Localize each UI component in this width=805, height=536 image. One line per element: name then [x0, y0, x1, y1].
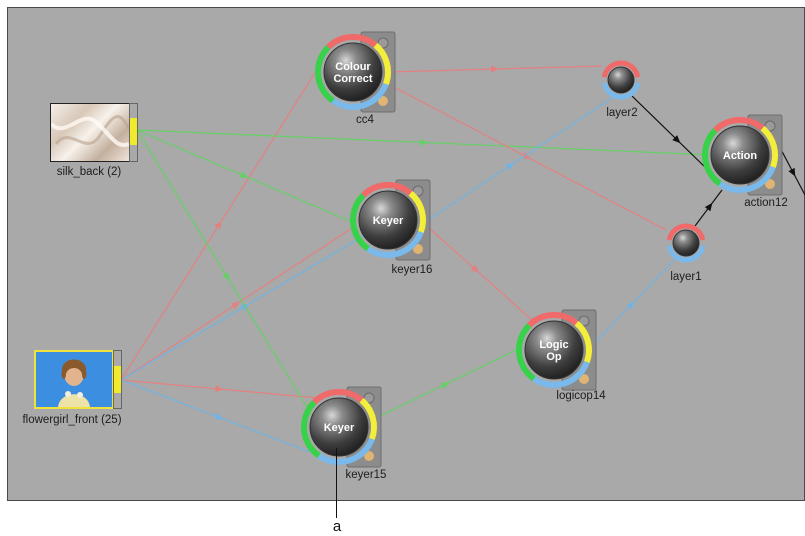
cc4-label: cc4: [356, 114, 374, 126]
logicop14-ring-blue: [532, 360, 590, 388]
callout-leader-line: [336, 448, 337, 518]
layer2-node[interactable]: [601, 60, 641, 100]
action12-ring-red: [713, 117, 765, 133]
cc4-ring-yellow: [373, 42, 391, 85]
flowergirl-front-output-port[interactable]: [113, 366, 121, 393]
layer2-label: layer2: [606, 107, 638, 119]
link-silk-to-keyer16-arrow: [239, 171, 249, 178]
silk-back-clip-tab: [129, 103, 138, 162]
link-keyer16-to-logicop14-arrow: [470, 264, 479, 273]
action12-node[interactable]: Action: [702, 114, 783, 196]
layer2-ring-blue: [601, 82, 641, 100]
connection-links: [120, 65, 805, 456]
link-keyer16-to-layer2-arrow: [505, 162, 515, 171]
link-logicop14-to-layer1-arrow: [626, 301, 635, 310]
link-flowergirl-to-keyer16-blue-arrow: [240, 303, 249, 312]
keyer-node-icon: [358, 190, 418, 250]
action12-top-port[interactable]: [764, 120, 776, 132]
keyer15-ring-green: [301, 400, 321, 459]
logic-op-node-icon: [524, 320, 584, 380]
flowergirl-front-clip[interactable]: [34, 350, 114, 409]
layer1-ring-red: [666, 223, 706, 241]
layer2-ring-red: [601, 60, 641, 78]
keyer16-ring-red: [361, 182, 413, 198]
colour-correct-node-icon: [323, 42, 383, 102]
keyer16-label: keyer16: [391, 264, 433, 276]
link-layer2-to-action12-arrow: [672, 135, 681, 144]
cc4-ring-green: [315, 45, 335, 104]
link-flowergirl-to-keyer15-blue-arrow: [214, 412, 224, 420]
link-layer1-to-action12[interactable]: [691, 189, 723, 231]
layer-node-icon: [607, 66, 635, 94]
keyer15-ring-blue: [317, 437, 375, 465]
keyer-node-icon: [309, 397, 369, 457]
link-silk-to-action12-arrow: [420, 138, 429, 146]
keyer16-ring-blue: [366, 230, 424, 258]
logicop14-label: logicop14: [556, 390, 606, 402]
link-cc4-to-layer2-arrow: [490, 65, 499, 73]
layer1-label: layer1: [670, 271, 702, 283]
logicop14-ring-red: [527, 312, 579, 328]
link-layer1-to-action12-arrow: [704, 202, 713, 212]
link-silk-to-keyer15-arrow: [222, 272, 230, 281]
flowergirl-front-label: flowergirl_front (25): [22, 414, 122, 426]
keyer16-top-port[interactable]: [412, 185, 424, 197]
link-action12-output-arrow: [788, 167, 796, 177]
keyer16-node-text: Keyer: [373, 215, 404, 227]
layer-node-icon: [672, 229, 700, 257]
action12-label: action12: [744, 197, 788, 209]
keyer15-ring-yellow: [359, 397, 377, 440]
callout-label: a: [332, 518, 342, 535]
cc4-ring-red: [326, 34, 378, 50]
keyer15-top-port[interactable]: [363, 392, 375, 404]
action12-ring-blue: [718, 165, 776, 193]
keyer16-ring-green: [350, 193, 370, 252]
silk-back-label: silk_back (2): [56, 166, 122, 178]
cc4-top-port[interactable]: [377, 37, 389, 49]
link-keyer15-to-logicop14-arrow: [440, 382, 450, 389]
logicop14-top-port[interactable]: [578, 315, 590, 327]
keyer15-node[interactable]: Keyer: [301, 386, 382, 468]
silk-back-clip[interactable]: [49, 103, 131, 162]
keyer15-ring-red: [312, 389, 364, 405]
link-layer2-to-action12[interactable]: [631, 95, 709, 171]
action12-node-text: Action: [723, 150, 758, 162]
action12-ring-green: [702, 128, 722, 187]
silk-thumbnail-icon: [49, 115, 131, 148]
action12-ring-yellow: [760, 125, 778, 168]
flowergirl-front-clip-tab: [113, 350, 122, 409]
action-node-icon: [710, 125, 770, 185]
silk-back-output-port[interactable]: [129, 118, 137, 145]
logicop14-ring-yellow: [574, 320, 592, 363]
layer1-ring-blue: [666, 245, 706, 263]
keyer16-ring-yellow: [408, 190, 426, 233]
keyer16-node[interactable]: Keyer: [350, 179, 431, 261]
logicop14-ring-green: [516, 323, 536, 382]
layer1-node[interactable]: [666, 223, 706, 263]
keyer15-node-text: Keyer: [324, 422, 355, 434]
cc4-ring-blue: [331, 82, 389, 110]
link-flowergirl-to-cc4-arrow: [214, 220, 222, 230]
link-flowergirl-to-keyer16-arrow: [231, 301, 240, 310]
keyer15-label: keyer15: [345, 469, 387, 481]
link-flowergirl-to-keyer15-red-arrow: [215, 385, 224, 393]
flowergirl-thumbnail-icon: [58, 359, 90, 407]
